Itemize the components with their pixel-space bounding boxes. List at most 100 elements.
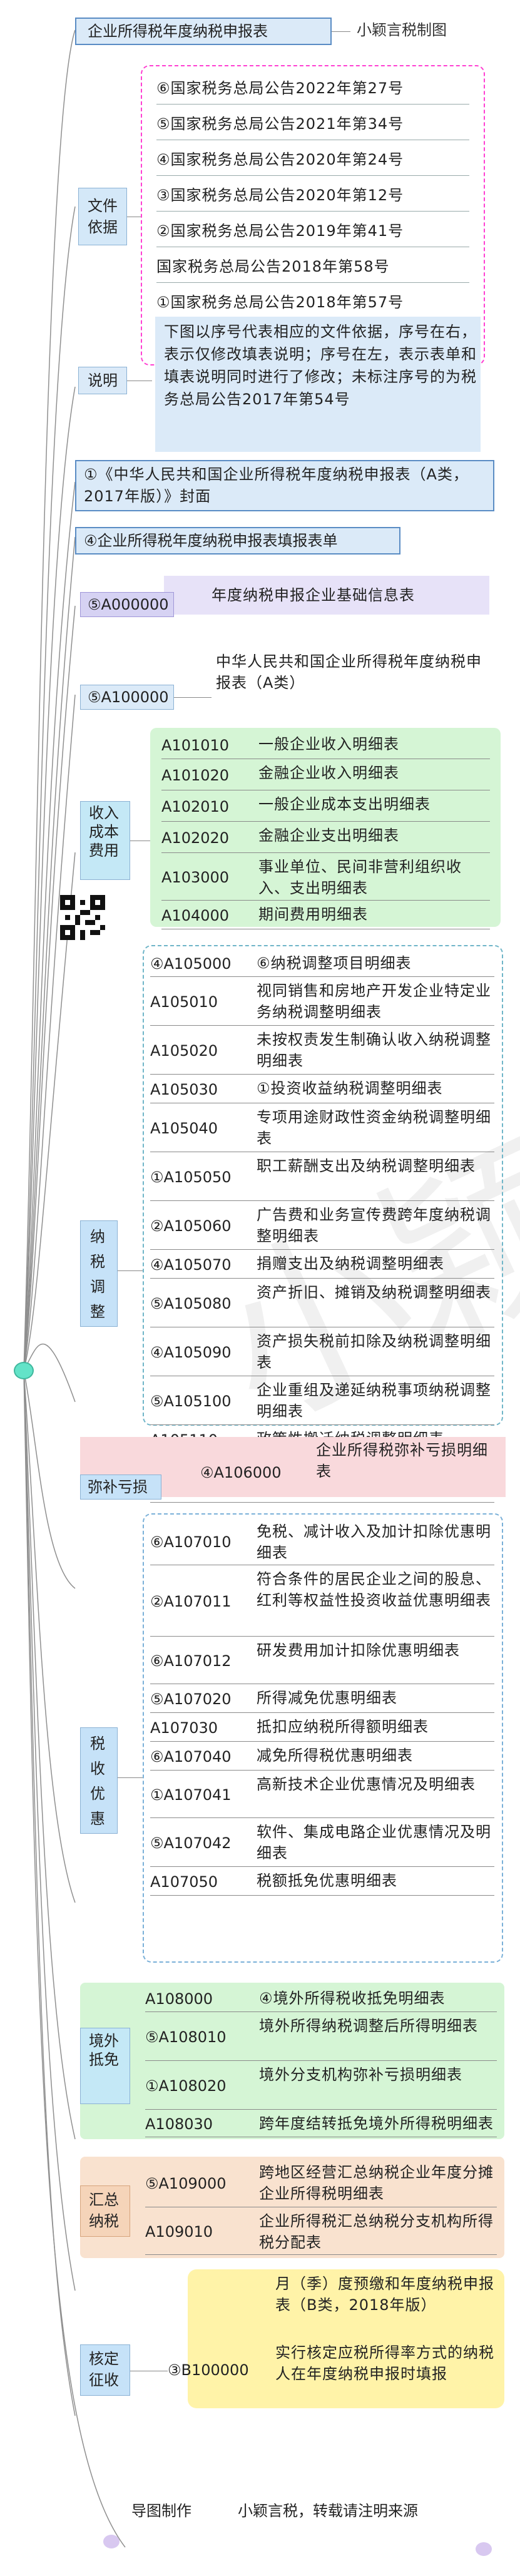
cover-text: ①《中华人民共和国企业所得税年度纳税申报表（A类，2017年版）》封面 bbox=[84, 466, 469, 505]
row-code: A105010 bbox=[150, 993, 218, 1011]
main-table-code-box bbox=[80, 685, 174, 710]
explain-box bbox=[155, 317, 481, 452]
form-list-text: ④企业所得税年度纳税申报表填报表单 bbox=[84, 532, 338, 549]
row-code: A102020 bbox=[161, 829, 230, 847]
row-code: A107030 bbox=[150, 1719, 218, 1737]
foreign-group bbox=[80, 1983, 504, 2139]
row-name: ①投资收益纳税调整明细表 bbox=[257, 1080, 443, 1097]
row-code: A105040 bbox=[150, 1120, 218, 1137]
row-name: 境外所得纳税调整后所得明细表 bbox=[259, 2017, 478, 2035]
row-name: ⑥纳税调整项目明细表 bbox=[257, 954, 412, 972]
row-name: 资产损失税前扣除及纳税调整明细表 bbox=[257, 1332, 491, 1371]
row-name: 视同销售和房地产开发企业特定业务纳税调整明细表 bbox=[257, 982, 491, 1021]
row-name: 研发费用加计扣除优惠明细表 bbox=[257, 1642, 460, 1659]
doc-basis-item: ⑤国家税务总局公告2021年第34号 bbox=[156, 110, 469, 140]
doc-basis-item: ⑥国家税务总局公告2022年第27号 bbox=[156, 74, 469, 105]
row-name: 税额抵免优惠明细表 bbox=[257, 1872, 397, 1889]
row-code: ⑥A107012 bbox=[150, 1652, 232, 1670]
row-name: 跨年度结转抵免境外所得税明细表 bbox=[259, 2115, 494, 2132]
qr-code-icon bbox=[60, 895, 105, 940]
row-code: ④A105070 bbox=[150, 1256, 232, 1274]
row-code: A101020 bbox=[161, 767, 230, 784]
row-name: 所得减免优惠明细表 bbox=[257, 1689, 397, 1707]
row-divider bbox=[150, 1636, 494, 1637]
row-divider bbox=[150, 1025, 494, 1026]
row-name: 期间费用明细表 bbox=[258, 906, 368, 923]
foreign-label: 境外抵免 bbox=[89, 2032, 119, 2068]
row-code: A108000 bbox=[145, 1990, 213, 2008]
adjust-label-box bbox=[80, 1220, 118, 1327]
row-divider bbox=[150, 1074, 494, 1075]
row-code: ①A108020 bbox=[145, 2077, 227, 2095]
row-divider bbox=[150, 1249, 494, 1250]
loss-name: 企业所得税弥补亏损明细表 bbox=[316, 1441, 488, 1480]
main-table-code: ⑤A100000 bbox=[88, 688, 169, 706]
row-divider bbox=[145, 2254, 497, 2255]
row-code: A102010 bbox=[161, 798, 230, 815]
row-divider bbox=[150, 1200, 494, 1201]
row-divider bbox=[150, 1712, 494, 1713]
doc-basis-item: ④国家税务总局公告2020年第24号 bbox=[156, 145, 469, 176]
row-divider bbox=[150, 1278, 494, 1279]
income-group bbox=[150, 728, 501, 927]
footer-end-dot-left bbox=[103, 2535, 120, 2548]
row-name: 广告费和业务宣传费跨年度纳税调整明细表 bbox=[257, 1206, 491, 1245]
row-divider bbox=[150, 1770, 494, 1771]
row-name: 免税、减计收入及加计扣除优惠明细表 bbox=[257, 1523, 491, 1561]
row-divider bbox=[145, 2011, 497, 2012]
preference-group bbox=[143, 1513, 503, 1963]
row-code: ②A107011 bbox=[150, 1593, 232, 1610]
verify-label-box bbox=[80, 2344, 130, 2396]
doc-basis-label-text: 文件依据 bbox=[88, 197, 118, 236]
doc-basis-item: 国家税务总局公告2018年第58号 bbox=[156, 252, 469, 283]
row-name: 企业重组及递延纳税事项纳税调整明细表 bbox=[257, 1381, 491, 1420]
row-code: A109010 bbox=[145, 2223, 213, 2241]
row-name: 企业所得税汇总纳税分支机构所得税分配表 bbox=[259, 2212, 494, 2251]
row-divider bbox=[150, 1424, 494, 1425]
row-divider bbox=[150, 1866, 494, 1867]
doc-basis-item: ③国家税务总局公告2020年第12号 bbox=[156, 181, 469, 212]
footer-left: 导图制作 bbox=[131, 2502, 191, 2520]
row-code: ⑤A109000 bbox=[145, 2175, 227, 2192]
row-name: 专项用途财政性资金纳税调整明细表 bbox=[257, 1108, 491, 1147]
foreign-label-box bbox=[80, 2028, 130, 2104]
row-name: 职工薪酬支出及纳税调整明细表 bbox=[257, 1157, 476, 1175]
doc-basis-item: ②国家税务总局公告2019年第41号 bbox=[156, 217, 469, 247]
row-name: 金融企业收入明细表 bbox=[258, 764, 399, 782]
explain-label: 说明 bbox=[88, 372, 118, 389]
row-name: ④境外所得税收抵免明细表 bbox=[259, 1990, 446, 2007]
row-name: 一般企业成本支出明细表 bbox=[258, 795, 431, 813]
header-title-box bbox=[75, 18, 332, 45]
doc-basis-item: ①国家税务总局公告2018年第57号 bbox=[156, 288, 469, 319]
main-table-name: 中华人民共和国企业所得税年度纳税申报表（A类） bbox=[216, 653, 482, 692]
verify-note: 实行核定应税所得率方式的纳税人在年度纳税申报时填报 bbox=[275, 2344, 494, 2383]
loss-code: ④A106000 bbox=[200, 1464, 282, 1481]
footer-right: 小颖言税，转载请注明来源 bbox=[238, 2502, 418, 2520]
doc-basis-label bbox=[78, 188, 127, 245]
explain-label-box bbox=[78, 367, 127, 394]
row-code: ①A105050 bbox=[150, 1168, 232, 1186]
row-code: A105030 bbox=[150, 1081, 218, 1098]
root-node[interactable] bbox=[14, 1362, 34, 1379]
row-name: 金融企业支出明细表 bbox=[258, 827, 399, 844]
cover-box bbox=[75, 460, 494, 511]
row-name: 一般企业收入明细表 bbox=[258, 735, 399, 753]
row-name: 减免所得税优惠明细表 bbox=[257, 1747, 413, 1764]
row-name: 软件、集成电路企业优惠情况及明细表 bbox=[257, 1823, 491, 1862]
verify-name: 月（季）度预缴和年度纳税申报表（B类，2018年版） bbox=[275, 2275, 494, 2314]
row-code: ⑤A108010 bbox=[145, 2028, 227, 2046]
row-code: A108030 bbox=[145, 2115, 213, 2133]
row-divider bbox=[150, 1895, 494, 1896]
row-name: 资产折旧、摊销及纳税调整明细表 bbox=[257, 1284, 491, 1301]
row-name: 未按权责发生制确认收入纳税调整明细表 bbox=[257, 1031, 491, 1070]
row-code: A101010 bbox=[161, 737, 230, 754]
adjust-label: 纳税调整 bbox=[90, 1228, 105, 1321]
row-code: A104000 bbox=[161, 907, 230, 924]
row-code: ⑥A107040 bbox=[150, 1748, 232, 1766]
row-divider bbox=[150, 976, 494, 977]
basic-info-code: ⑤A000000 bbox=[88, 596, 169, 613]
basic-info-box bbox=[164, 576, 489, 615]
row-divider bbox=[150, 1817, 494, 1818]
basic-info-name: 年度纳税申报企业基础信息表 bbox=[212, 586, 415, 604]
